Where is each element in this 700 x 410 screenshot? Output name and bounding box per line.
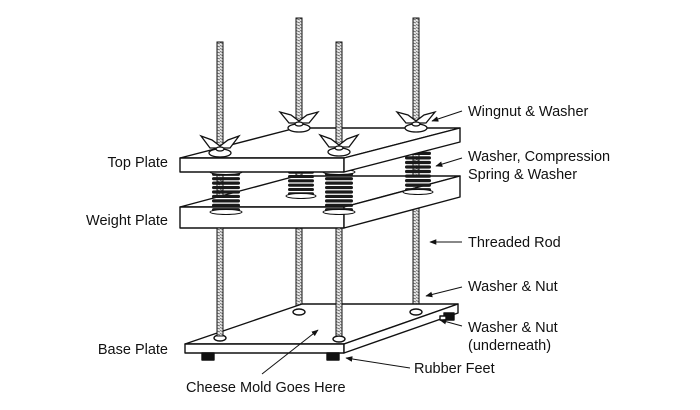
leader-lines — [261, 110, 463, 375]
spring-coil — [212, 181, 240, 185]
spring-coil — [212, 177, 240, 181]
base-plate-front — [184, 343, 345, 354]
spring-coil — [212, 185, 240, 190]
label-wingnut-washer: Wingnut & Washer — [468, 104, 589, 120]
rod-front-left-lower — [216, 227, 224, 337]
spring-coil — [405, 169, 431, 174]
spring-coil — [405, 179, 431, 183]
label-cheese-mold: Cheese Mold Goes Here — [186, 380, 346, 396]
spring-coil — [288, 174, 314, 179]
base-plate-side — [343, 303, 459, 354]
spring-coil — [288, 187, 314, 192]
top-plate-front — [179, 157, 345, 173]
label-threaded-rod: Threaded Rod — [468, 235, 561, 251]
spring-coil — [325, 181, 353, 185]
wingnuts — [199, 110, 437, 158]
top-plate — [179, 127, 461, 173]
label-top-plate: Top Plate — [108, 155, 168, 171]
label-rubber-feet: Rubber Feet — [414, 361, 495, 377]
rod-front-center-upper — [335, 41, 343, 151]
spring-washer — [209, 209, 243, 215]
spring-washer — [402, 189, 434, 195]
rubber-foot-front — [326, 352, 340, 361]
leader-wingnut — [431, 110, 463, 122]
spring-coil — [288, 179, 314, 183]
spring-coil — [405, 160, 431, 165]
spring-coil — [405, 183, 431, 187]
spring-coil — [405, 165, 431, 169]
wingnut-right — [395, 110, 437, 133]
spring-coil — [325, 190, 353, 194]
leader-washer-nut-under — [439, 318, 463, 327]
spring-coil — [325, 199, 353, 203]
base-nut-front — [332, 335, 346, 343]
rods-front — [216, 227, 343, 337]
label-base-plate: Base Plate — [98, 342, 168, 358]
wingnut-left — [199, 134, 241, 158]
spring-coil — [325, 194, 353, 199]
leader-spring — [435, 157, 463, 167]
label-washer-spring-2: Spring & Washer — [468, 167, 577, 183]
label-washer-spring-1: Washer, Compression — [468, 149, 610, 165]
spring-coil — [212, 190, 240, 194]
labels: Top Plate Weight Plate Base Plate Wingnu… — [86, 104, 610, 396]
rods-back — [216, 17, 420, 333]
base-plate — [184, 303, 459, 361]
spring-washer — [285, 193, 317, 199]
spring-washer — [322, 209, 356, 215]
base-nut-back-center — [292, 308, 306, 316]
spring-coil — [212, 194, 240, 199]
base-nut-right — [409, 308, 423, 316]
leader-rubber-feet — [345, 356, 411, 369]
label-washer-nut: Washer & Nut — [468, 279, 558, 295]
wingnut-back-center — [278, 110, 320, 133]
label-washer-nut-under-2: (underneath) — [468, 338, 551, 354]
weight-plate-front — [179, 206, 345, 229]
label-weight-plate: Weight Plate — [86, 213, 168, 229]
label-washer-nut-under-1: Washer & Nut — [468, 320, 558, 336]
wingnut-front-center — [318, 133, 360, 157]
spring-coil — [325, 177, 353, 181]
rod-front-center-lower — [335, 227, 343, 337]
spring-coil — [212, 203, 240, 207]
spring-coil — [405, 174, 431, 178]
rubber-foot-left — [201, 352, 215, 361]
leader-cheese-mold — [261, 329, 319, 375]
under-nut — [439, 315, 447, 321]
spring-coil — [212, 199, 240, 203]
spring-coil — [405, 156, 431, 160]
spring-front-center — [322, 169, 356, 215]
top-plate-side — [343, 127, 461, 173]
leader-washer-nut — [425, 286, 463, 298]
spring-coil — [325, 203, 353, 207]
spring-coil — [325, 185, 353, 190]
spring-coil — [288, 183, 314, 187]
